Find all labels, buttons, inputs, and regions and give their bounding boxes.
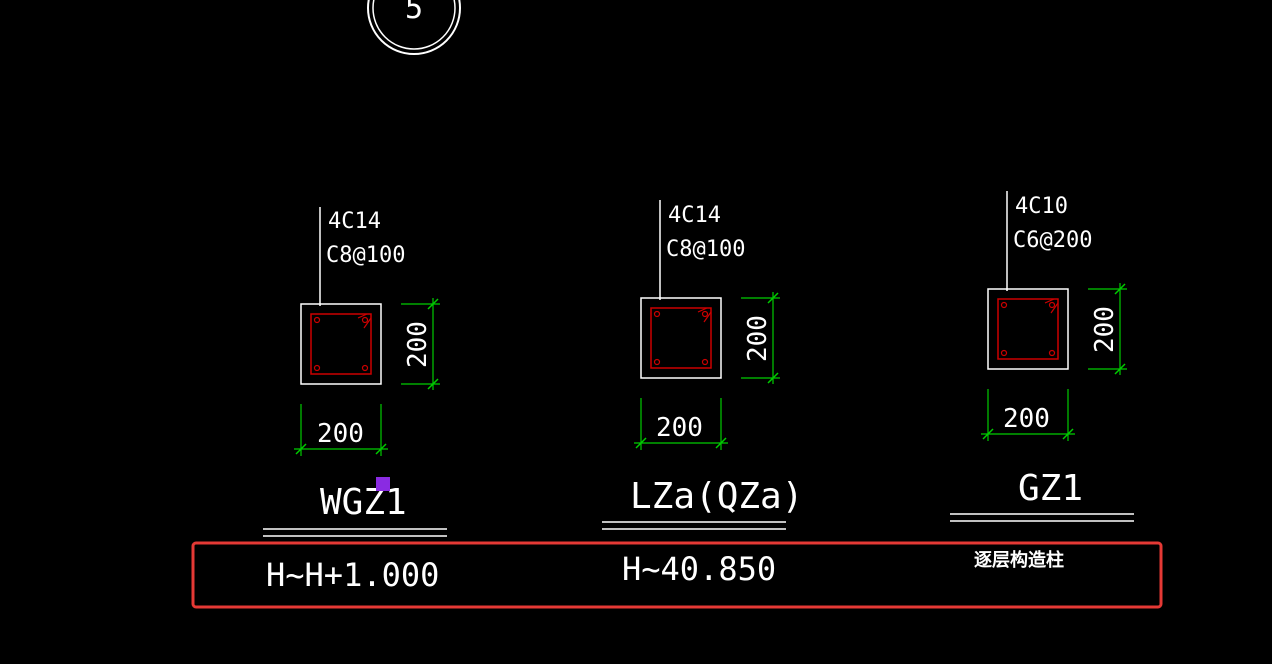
width-dimension: 200 xyxy=(294,404,388,456)
rebar-stirrup-label: C8@100 xyxy=(666,237,745,262)
column-name: GZ1 xyxy=(1018,468,1083,509)
width-dim-text: 200 xyxy=(656,413,703,443)
height-dim-text: 200 xyxy=(1090,306,1120,353)
column-section-outline xyxy=(300,303,382,385)
rebar-bar xyxy=(701,358,709,366)
grip-marker[interactable] xyxy=(376,477,390,491)
stirrup xyxy=(650,307,712,369)
rebar-stirrup-label: C8@100 xyxy=(326,243,405,268)
stirrup xyxy=(997,298,1059,360)
height-dim-text: 200 xyxy=(743,315,773,362)
width-dim-text: 200 xyxy=(1003,404,1050,434)
rebar-main-label: 4C10 xyxy=(1015,194,1068,219)
highlight-box xyxy=(191,541,1163,609)
height-dimension: 200 xyxy=(741,292,780,384)
width-dim-text: 200 xyxy=(317,419,364,449)
column-detail-gz1: 4C10 C6@200 200 200 GZ1 逐层构造柱 xyxy=(950,191,1134,571)
column-name: LZa(QZa) xyxy=(630,476,803,517)
rebar-bar xyxy=(701,310,709,318)
rebar-main-label: 4C14 xyxy=(668,203,721,228)
axis-bubble-label: 5 xyxy=(405,0,423,26)
column-section-outline xyxy=(640,297,722,379)
rebar-bar xyxy=(313,316,321,324)
rebar-bar xyxy=(361,316,369,324)
column-name: WGZ1 xyxy=(320,482,407,523)
width-dimension: 200 xyxy=(634,398,728,450)
height-range-text: H~H+1.000 xyxy=(266,556,439,594)
height-dim-text: 200 xyxy=(403,321,433,368)
rebar-bar xyxy=(653,358,661,366)
height-dimension: 200 xyxy=(1088,283,1127,375)
axis-bubble: 5 xyxy=(367,0,461,55)
column-detail-wgz1: 4C14 C8@100 200 200 WGZ1 xyxy=(263,207,447,594)
rebar-bar xyxy=(1000,349,1008,357)
stirrup xyxy=(310,313,372,375)
rebar-bar xyxy=(1048,301,1056,309)
width-dimension: 200 xyxy=(981,389,1075,441)
rebar-main-label: 4C14 xyxy=(328,209,381,234)
rebar-stirrup-label: C6@200 xyxy=(1013,228,1092,253)
column-detail-lza: 4C14 C8@100 200 200 LZa(QZa) H~ xyxy=(602,200,803,588)
rebar-bar xyxy=(1048,349,1056,357)
rebar-bar xyxy=(653,310,661,318)
rebar-bar xyxy=(1000,301,1008,309)
rebar-bar xyxy=(313,364,321,372)
height-range-text: H~40.850 xyxy=(622,550,776,588)
height-dimension: 200 xyxy=(401,298,440,390)
height-range-text: 逐层构造柱 xyxy=(974,549,1064,571)
column-section-outline xyxy=(987,288,1069,370)
rebar-bar xyxy=(361,364,369,372)
